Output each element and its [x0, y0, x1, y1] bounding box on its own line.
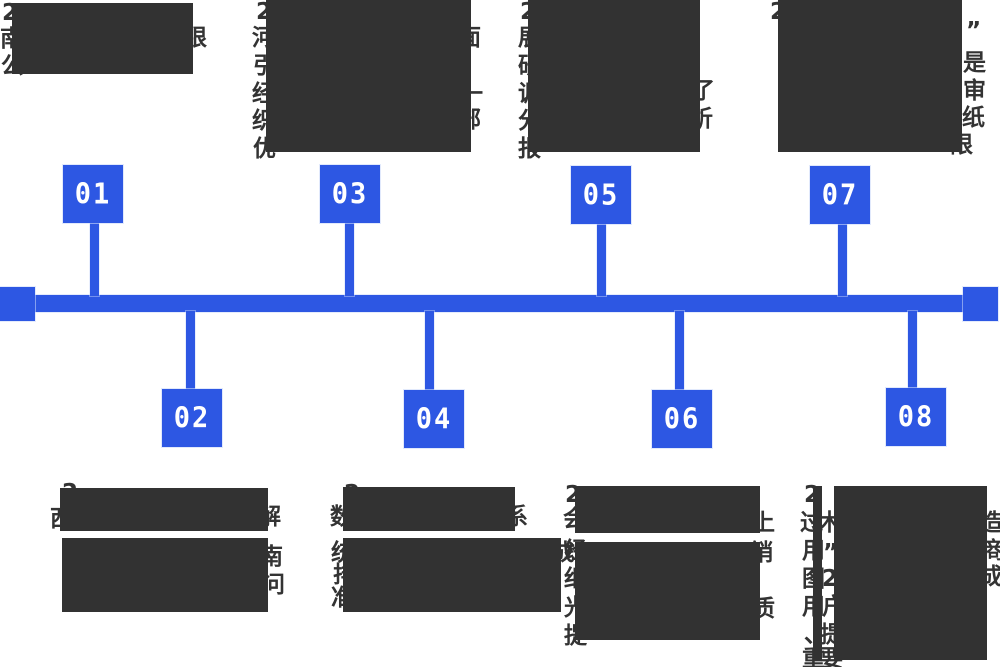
text-block-06-redaction [575, 486, 760, 533]
node-number: 06 [663, 402, 701, 436]
timeline-bar [30, 295, 966, 312]
node-number: 01 [74, 177, 112, 211]
node-stem-01 [90, 220, 99, 296]
text-block-04-redaction [343, 538, 561, 612]
text-block-03-redaction [266, 0, 471, 152]
node-stem-02 [186, 311, 195, 390]
node-number: 04 [415, 402, 453, 436]
timeline-right-endcap [963, 287, 998, 321]
text-block-07-fragment: 审 [963, 78, 986, 104]
timeline-left-endcap [0, 287, 35, 321]
node-stem-05 [597, 220, 606, 296]
text-block-07-redaction [778, 0, 962, 152]
node-number: 03 [331, 177, 369, 211]
timeline-node-06: 06 [652, 390, 712, 448]
timeline-node-02: 02 [162, 389, 222, 447]
node-number: 08 [897, 400, 935, 434]
text-block-08-redaction [834, 486, 987, 660]
timeline-node-03: 03 [320, 165, 380, 223]
node-stem-07 [838, 220, 847, 296]
text-block-02-redaction [62, 538, 268, 612]
node-stem-03 [345, 220, 354, 296]
text-block-02-redaction [60, 488, 268, 531]
node-number: 05 [582, 178, 620, 212]
timeline-node-01: 01 [63, 165, 123, 223]
node-number: 07 [821, 178, 859, 212]
text-block-07-fragment: ” [966, 18, 982, 44]
text-block-07-fragment: 纸 [962, 105, 985, 131]
timeline-node-07: 07 [810, 166, 870, 224]
node-stem-04 [425, 311, 434, 390]
timeline-node-08: 08 [886, 388, 946, 446]
node-number: 02 [173, 401, 211, 435]
timeline-node-04: 04 [404, 390, 464, 448]
text-block-08-redaction [813, 486, 822, 660]
timeline-node-05: 05 [571, 166, 631, 224]
text-block-06-redaction [575, 542, 760, 640]
text-block-07-fragment: 是 [963, 50, 986, 76]
node-stem-08 [908, 311, 917, 390]
node-stem-06 [675, 311, 684, 390]
text-block-04-redaction [343, 487, 515, 531]
text-block-01-redaction [12, 3, 193, 74]
text-block-05-redaction [528, 0, 700, 152]
